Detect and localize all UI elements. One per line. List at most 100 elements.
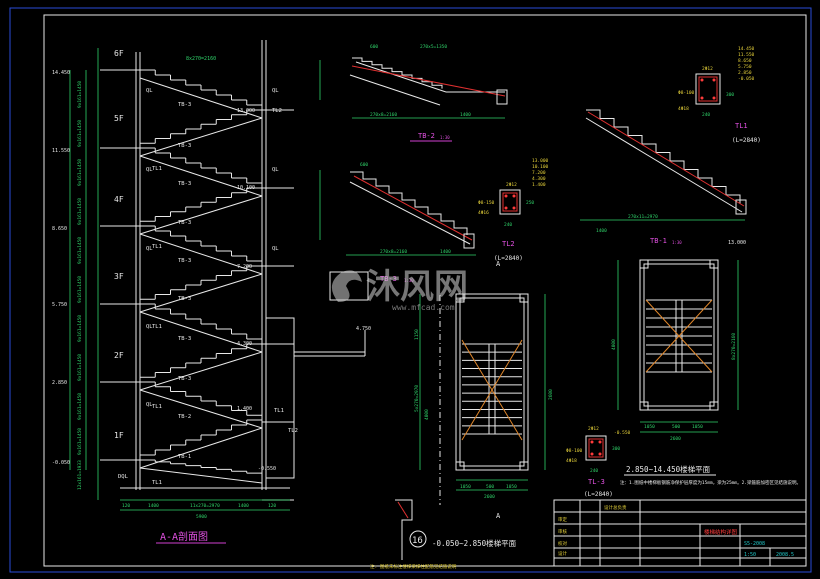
tb-label-7: TB-3 [178, 336, 191, 342]
watermark-url: www.mfcad.com [392, 303, 455, 312]
stair-flight [139, 155, 263, 197]
ql-label-4: QL [146, 324, 153, 330]
flight-dim-11: 12x161=1933 [77, 460, 83, 490]
tl1-dim-1: 2Φ12 [702, 66, 713, 72]
floor-label-4f: 4F [114, 195, 124, 204]
tl1-detail: 14.450 11.550 8.650 5.750 2.850 -0.050 2… [678, 46, 761, 144]
tl3-dim-3: 4Φ18 [566, 458, 577, 464]
tl-label-7: TL2 [272, 108, 282, 114]
tl1-dim-3: 4Φ18 [678, 106, 689, 112]
flight-dim-8: 9x161=1450 [77, 354, 83, 381]
ql-label-2: QL [146, 167, 153, 173]
flight-dim-7: 9x161=1450 [77, 315, 83, 342]
plan1-dim-4: 2600 [484, 494, 495, 500]
stair-flight [139, 233, 263, 275]
tl3-title: TL-3 [588, 478, 605, 486]
tb-scale: 1:50 [744, 552, 756, 558]
plan1-dim-8: 2600 [548, 389, 554, 400]
tb-label-10: TB-1 [178, 454, 191, 460]
tl1-sub: (L=2840) [732, 137, 761, 144]
tb2-title: TB-2 [418, 132, 435, 140]
tb3-dim-3: 1400 [440, 249, 451, 255]
tb-label-1: TB-3 [178, 102, 191, 108]
flight-dim-10: 9x161=1450 [77, 428, 83, 455]
level-mark-m0550: -0.550 [258, 466, 276, 472]
stair-flight [139, 117, 263, 157]
bottom-total: 5900 [196, 514, 207, 520]
drawing-note: 注：1.图纸中楼梯板钢筋净保护层厚度为15mm，梁为25mm。2.梁箍筋加密区见… [620, 479, 801, 486]
flight-dim-1: 9x161=1450 [77, 81, 83, 108]
tb3-dim-1: 600 [360, 162, 368, 168]
tl3-dim-1: 2Φ12 [588, 426, 599, 432]
plan1-circle: 16 [412, 536, 423, 546]
plan1-dim-3: 1050 [506, 484, 517, 490]
plan1-dim-2: 500 [486, 484, 494, 490]
tl1-level-6: -0.050 [738, 76, 755, 82]
tl1-dim-2: Φ8-100 [678, 90, 695, 96]
tl2-detail: 2Φ12 Φ8-150 4Φ16 240 250 TL2 (L=2840) [478, 182, 534, 262]
tb-label-5: TB-3 [178, 258, 191, 264]
level-mark-13000: 13.000 [237, 108, 255, 114]
plan1-mark-a1: A [496, 260, 501, 268]
tl3-sub: (L=2840) [584, 491, 613, 498]
flight-dim-4: 9x161=1450 [77, 198, 83, 225]
ql-label-6: QL [272, 88, 279, 94]
plan1-height: 4.750 [356, 326, 371, 332]
watermark-logo-icon [331, 270, 362, 302]
ql-label-7: QL [272, 167, 279, 173]
tb-label-8: TB-3 [178, 376, 191, 382]
tb-label-9: TB-2 [178, 414, 191, 420]
tl-label-1: TL1 [152, 166, 162, 172]
plan2-dim-4: 2600 [670, 436, 681, 442]
tb3-level-2: 10.100 [532, 164, 549, 170]
plan2-dim-1: 1050 [644, 424, 655, 430]
tl3-level: -0.550 [614, 430, 631, 436]
plan2-view: 1050 500 1050 2600 8x270=2160 4000 13.00… [611, 240, 801, 486]
level-mark-4300: 4.300 [237, 341, 252, 347]
tb3-level-1: 13.000 [532, 158, 549, 164]
tl-label-6: TL1 [274, 408, 284, 414]
bottom-detail: 注: 图纸未标注楼梯梁梯柱配筋见结施说明 [370, 499, 457, 570]
tl-label-4: TL1 [152, 404, 162, 410]
tb2-dim-1: 600 [370, 44, 378, 50]
tb-label-3: TB-3 [178, 181, 191, 187]
tb2-dim-4: 1400 [460, 112, 471, 118]
bottom-dim-2: 1400 [148, 503, 159, 509]
section-title: A-A剖面图 [160, 530, 208, 543]
tb-sheet-no: S5-2008 [744, 541, 765, 547]
level-8650: 8.650 [52, 226, 67, 232]
tl1-level-5: 2.850 [738, 70, 752, 76]
floor-label-3f: 3F [114, 272, 124, 281]
bottom-dim-4: 1400 [238, 503, 249, 509]
plan2-dim-3: 1050 [692, 424, 703, 430]
stair-flight [139, 195, 263, 235]
flight-dim-3: 9x161=1450 [77, 159, 83, 186]
bottom-dim-3: 11x270=2970 [190, 503, 220, 509]
tb1-dim-1: 270x11=2970 [628, 214, 658, 220]
level-11550: 11.550 [52, 148, 70, 154]
tb3-level-3: 7.200 [532, 170, 546, 176]
tl1-level-3: 8.650 [738, 58, 752, 64]
stair-flight [139, 311, 263, 353]
flight-dim-5: 9x161=1450 [77, 237, 83, 264]
level-mark-10100: 10.100 [237, 185, 255, 191]
tl1-dim-4: 240 [702, 112, 710, 118]
ql-label-5: QL [146, 402, 153, 408]
tb3-scale: 1:30 [404, 278, 414, 283]
bottom-dim-5: 120 [268, 503, 276, 509]
tl-label-5: TL1 [152, 480, 162, 486]
watermark: 沐风网 www.mfcad.com [331, 267, 468, 312]
inner-frame [43, 14, 807, 567]
plan1-mark-a2: A [496, 512, 501, 520]
tb3-level-5: 1.400 [532, 182, 546, 188]
tl-label-8: TL2 [288, 428, 298, 434]
tl2-dim-5: 250 [526, 200, 534, 206]
tl2-dim-3: 4Φ16 [478, 210, 489, 216]
tl2-sub: (L=2840) [494, 255, 523, 262]
plan1-dim-5: 1150 [414, 329, 420, 340]
tb3-level-4: 4.300 [532, 176, 546, 182]
title-block: 设计总负责 审定 审核 校对 设计 楼梯结构详图 S5-2008 1:50 20… [553, 499, 807, 567]
flight-dim-9: 9x161=1450 [77, 393, 83, 420]
tl1-level-4: 5.750 [738, 64, 752, 70]
